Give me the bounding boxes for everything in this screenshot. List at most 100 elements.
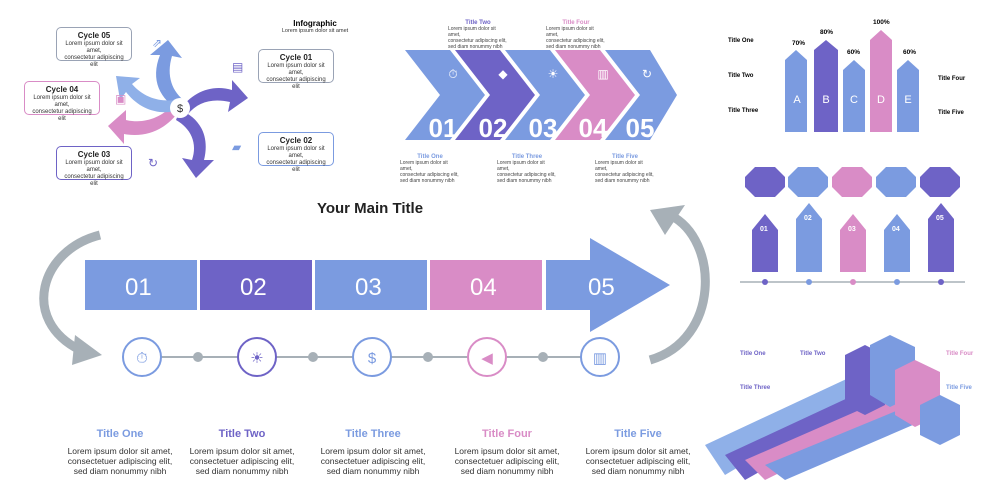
- cycle-text: consectetur adipiscing elit: [64, 174, 124, 187]
- cycle-05-box: Cycle 05 Lorem ipsum dolor sit amet, con…: [56, 27, 132, 68]
- chevron-number: 04: [579, 113, 608, 143]
- iso-title: Title One: [740, 351, 766, 357]
- chart-icon: ▥: [597, 67, 608, 81]
- vertical-arrows-graphic: [740, 167, 965, 285]
- chevron-title-four-block: Title Four Lorem ipsum dolor sit amet, c…: [546, 20, 606, 50]
- iso-title-four: Title Four: [946, 342, 973, 360]
- cycle-title: Cycle 05: [77, 31, 111, 40]
- step-text: sed diam nonummy nibh: [326, 466, 420, 476]
- cycle-03-box: Cycle 03 Lorem ipsum dolor sit amet, con…: [56, 146, 132, 187]
- card-icon: ▣: [115, 92, 127, 106]
- tr-title-three-block: Title Three: [728, 108, 778, 114]
- chevron-text: sed diam nonummy nibh: [546, 44, 601, 50]
- step-text: sed diam nonummy nibh: [73, 466, 167, 476]
- chevron-text: consectetur adipiscing elit,: [595, 172, 654, 178]
- cycle-arrows-graphic: $: [108, 40, 248, 178]
- chevron-text: sed diam nonummy nibh: [400, 178, 455, 184]
- tr-title-five-block: Title Five: [938, 110, 988, 116]
- bar-letter: D: [877, 94, 885, 106]
- lightbulb-icon: ☀: [250, 350, 263, 367]
- cycle-04-box: Cycle 04 Lorem ipsum dolor sit amet, con…: [24, 81, 100, 122]
- step-title: Title Two: [218, 428, 266, 440]
- chart-icon: ▥: [593, 350, 607, 367]
- infographic-heading: Infographic Lorem ipsum dolor sit amet: [270, 19, 360, 34]
- step-title: Title Three: [345, 428, 401, 440]
- step-text: Lorem ipsum dolor sit amet,: [189, 446, 295, 456]
- chevron-title: Title Four: [562, 20, 590, 26]
- chevron-text: sed diam nonummy nibh: [595, 178, 650, 184]
- step-number: 02: [240, 274, 267, 301]
- percent-label: 60%: [903, 49, 917, 56]
- cycle-title: Cycle 02: [279, 136, 313, 145]
- chevron-title: Title Two: [465, 20, 491, 26]
- step-text: consectetuer adipiscing elit,: [585, 456, 691, 466]
- chevron-title-one-block: Title One Lorem ipsum dolor sit amet, co…: [400, 154, 460, 184]
- main-title: Your Main Title: [316, 200, 424, 217]
- chevron-text: consectetur adipiscing elit,: [448, 38, 507, 44]
- tr-title-two-block: Title Two: [728, 73, 768, 79]
- stopwatch-icon: ⏱: [448, 67, 457, 81]
- infographic-title: Infographic: [293, 19, 337, 28]
- step-two-block: Title Two Lorem ipsum dolor sit amet, co…: [172, 428, 312, 476]
- step-three-block: Title Three Lorem ipsum dolor sit amet, …: [303, 428, 443, 476]
- iso-title: Title Four: [946, 351, 974, 357]
- chevron-number: 03: [529, 113, 558, 143]
- step-title: Title One: [96, 428, 144, 440]
- cycle-text: Lorem ipsum dolor sit amet,: [65, 160, 123, 173]
- tr-title: Title Two: [728, 73, 754, 79]
- chevron-title-three-block: Title Three Lorem ipsum dolor sit amet, …: [497, 154, 557, 184]
- arrow-bar-graphic: A B C D E: [785, 30, 919, 132]
- cycle-text: consectetur adipiscing elit: [266, 160, 326, 173]
- tr-title-four-block: Title Four: [938, 76, 988, 82]
- chevron-text: sed diam nonummy nibh: [448, 44, 503, 50]
- step-number: 04: [470, 274, 497, 301]
- chevron-text: Lorem ipsum dolor sit amet,: [595, 160, 643, 172]
- step-number: 01: [125, 274, 152, 301]
- megaphone-icon: ◀: [481, 350, 493, 367]
- percent-label: 80%: [820, 29, 834, 36]
- folder-icon: ▰: [232, 140, 242, 154]
- chevron-title-two-block: Title Two Lorem ipsum dolor sit amet, co…: [448, 20, 508, 50]
- megaphone-icon: ◆: [498, 67, 508, 81]
- bar-letter: E: [904, 94, 911, 106]
- step-five-block: Title Five Lorem ipsum dolor sit amet, c…: [568, 428, 708, 476]
- step-text: Lorem ipsum dolor sit amet,: [67, 446, 173, 456]
- cycle-title: Cycle 04: [45, 85, 79, 94]
- step-title: Title Four: [482, 428, 532, 440]
- tr-title-one-block: Title One: [728, 38, 768, 44]
- svg-text:$: $: [177, 103, 183, 115]
- step-text: Lorem ipsum dolor sit amet,: [320, 446, 426, 456]
- stopwatch-icon: ⏱: [136, 350, 148, 367]
- chevron-text: Lorem ipsum dolor sit amet,: [497, 160, 545, 172]
- dollar-icon: $: [368, 350, 377, 367]
- chevron-text: consectetur adipiscing elit,: [546, 38, 605, 44]
- chevron-text: Lorem ipsum dolor sit amet,: [448, 26, 496, 38]
- arrow-number: 02: [804, 215, 812, 222]
- main-process-graphic: [39, 205, 710, 365]
- chevron-process-graphic: 01 02 03 04 05 ⏱ ◆ ☀ ▥ ↻: [405, 50, 677, 143]
- chevron-title: Title One: [417, 154, 443, 160]
- chevron-title-five-block: Title Five Lorem ipsum dolor sit amet, c…: [595, 154, 655, 184]
- cycle-title: Cycle 03: [77, 150, 111, 159]
- iso-title-five: Title Five: [946, 376, 972, 394]
- step-icons-row: ⏱ ☀ $ ◀ ▥: [122, 337, 620, 377]
- cycle-text: Lorem ipsum dolor sit amet,: [267, 63, 325, 76]
- chevron-text: Lorem ipsum dolor sit amet,: [400, 160, 448, 172]
- step-text: consectetuer adipiscing elit,: [67, 456, 173, 466]
- percent-label: 60%: [847, 49, 861, 56]
- refresh-icon: ↻: [642, 67, 652, 81]
- chevron-text: consectetur adipiscing elit,: [400, 172, 459, 178]
- arrow-number: 01: [760, 226, 768, 233]
- stack-icon: ▤: [232, 60, 244, 74]
- step-text: sed diam nonummy nibh: [195, 466, 289, 476]
- step-one-block: Title One Lorem ipsum dolor sit amet, co…: [50, 428, 190, 476]
- chevron-number: 05: [626, 113, 655, 143]
- iso-title: Title Two: [800, 351, 826, 357]
- arrow-number: 03: [848, 226, 856, 233]
- iso-title-three: Title Three: [740, 376, 770, 394]
- percent-label: 70%: [792, 40, 806, 47]
- step-number: 03: [355, 274, 382, 301]
- bar-letter: A: [793, 94, 801, 106]
- growth-icon: ⇗: [152, 36, 163, 50]
- step-text: consectetuer adipiscing elit,: [454, 456, 560, 466]
